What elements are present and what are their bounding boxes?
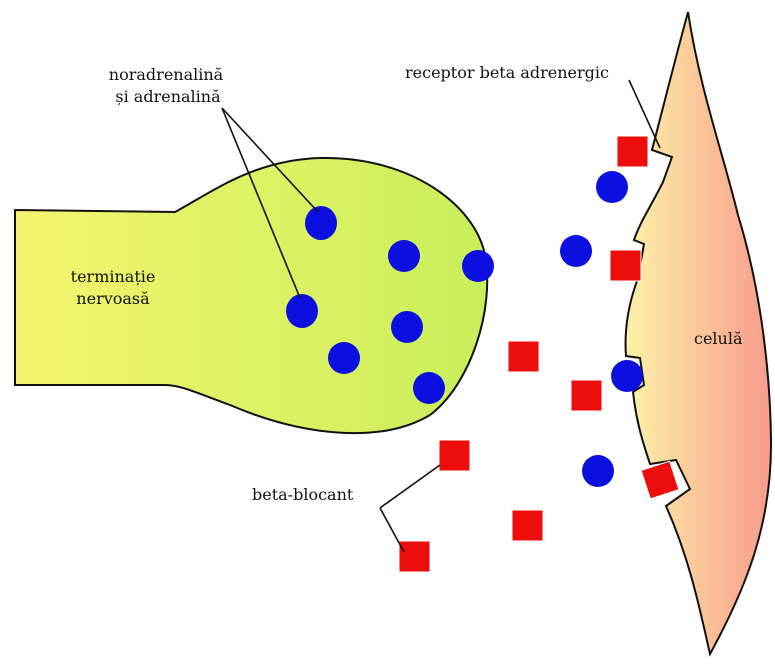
blocker-square (641, 461, 679, 499)
leader-blocker-2 (380, 508, 404, 552)
label-receptor: receptor beta adrenergic (405, 63, 609, 82)
molecule (391, 311, 423, 343)
label-neurotransmitters-line2: și adrenalină (115, 87, 221, 106)
blocker-square (571, 380, 602, 411)
leader-blocker (380, 465, 440, 508)
label-nerve-line2: nervoasă (76, 289, 150, 308)
molecule (305, 206, 337, 240)
molecule (611, 360, 643, 392)
blocker-square (610, 250, 641, 281)
blocker-square (439, 440, 470, 471)
molecule (413, 372, 445, 404)
molecule (286, 294, 318, 328)
label-cell: celulă (694, 329, 743, 348)
blocker-square (399, 541, 430, 572)
molecule (560, 235, 592, 267)
molecule (462, 250, 494, 282)
blocker-square (512, 510, 543, 541)
molecule (582, 455, 614, 487)
molecule (388, 240, 420, 272)
label-beta-blocker: beta-blocant (252, 485, 354, 504)
molecule (596, 171, 628, 203)
molecule (328, 342, 360, 374)
blocker-square (617, 136, 648, 167)
blocker-square (508, 341, 539, 372)
label-nerve-line1: terminație (71, 267, 156, 286)
label-neurotransmitters-line1: noradrenalină (109, 65, 224, 84)
